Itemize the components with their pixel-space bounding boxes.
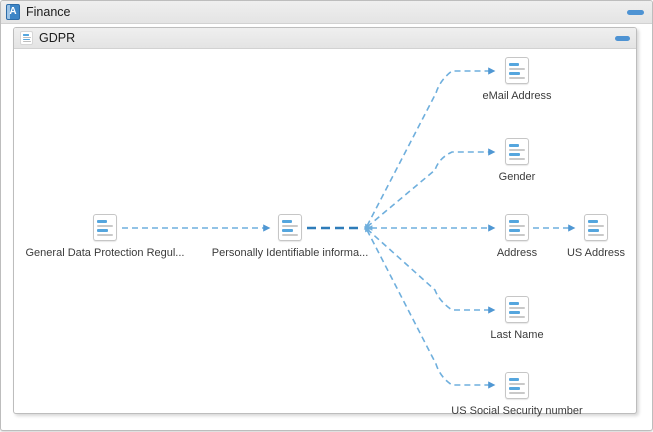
node-label: Address	[496, 247, 538, 259]
gdpr-panel-title: GDPR	[39, 31, 76, 45]
node-label: eMail Address	[482, 90, 552, 102]
edge-pii-to-email-address[interactable]	[365, 67, 496, 230]
gdpr-panel-header[interactable]: GDPR	[14, 28, 636, 49]
gdpr-panel: GDPR	[13, 27, 637, 414]
node-label: Last Name	[490, 329, 544, 341]
document-icon	[505, 57, 529, 84]
node-last-name[interactable]: Last Name	[432, 296, 602, 341]
finance-panel-title: Finance	[26, 5, 71, 19]
node-email-address[interactable]: eMail Address	[432, 57, 602, 102]
edge-pii-to-gender[interactable]	[363, 148, 496, 230]
node-pii[interactable]: Personally Identifiable informa...	[205, 214, 375, 259]
node-us-ssn[interactable]: US Social Security number	[432, 372, 602, 417]
document-icon	[505, 138, 529, 165]
node-label: US Social Security number	[451, 405, 583, 417]
node-gender[interactable]: Gender	[432, 138, 602, 183]
node-label: US Address	[566, 247, 626, 259]
edge-pii-to-us-ssn[interactable]	[365, 226, 496, 389]
finance-panel-header[interactable]: A Finance	[1, 1, 652, 24]
node-label: Gender	[498, 171, 536, 183]
node-gdpr-regulation[interactable]: General Data Protection Regul...	[20, 214, 190, 259]
document-icon	[505, 214, 529, 241]
gdpr-minimize-button[interactable]	[615, 35, 630, 41]
node-us-address[interactable]: US Address	[536, 214, 653, 259]
document-icon	[93, 214, 117, 241]
document-icon	[505, 296, 529, 323]
finance-app-icon: A	[6, 4, 20, 20]
node-label: Personally Identifiable informa...	[211, 247, 369, 259]
document-icon	[278, 214, 302, 241]
node-label: General Data Protection Regul...	[25, 247, 185, 259]
document-icon	[505, 372, 529, 399]
finance-minimize-button[interactable]	[627, 9, 644, 15]
document-lines-icon	[20, 31, 33, 45]
node-address[interactable]: Address	[457, 214, 577, 259]
document-icon	[584, 214, 608, 241]
